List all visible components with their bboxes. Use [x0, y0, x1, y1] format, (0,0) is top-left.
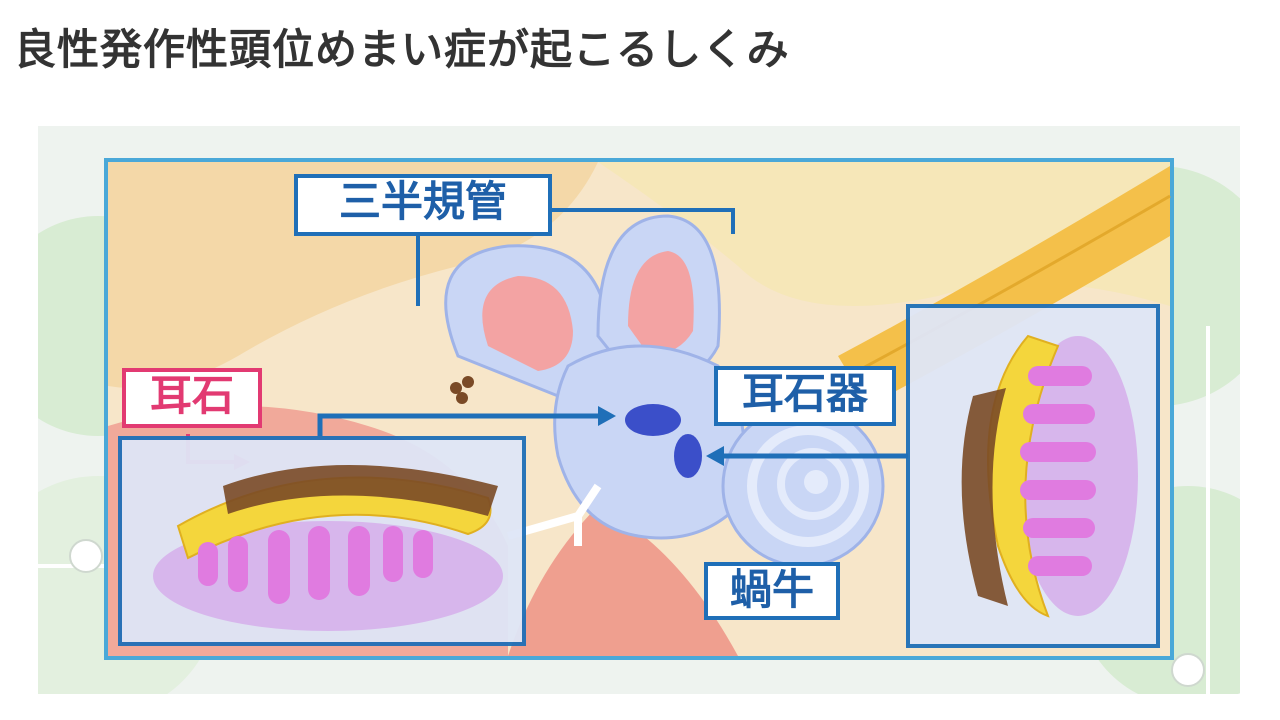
- macula-inset-right: [906, 304, 1160, 648]
- label-otolith-organ: 耳石器: [714, 366, 896, 426]
- label-otolith: 耳石: [122, 368, 262, 428]
- macula-inset-left: [118, 436, 526, 646]
- ear-diagram: 三半規管 耳石 耳石器 蝸牛: [38, 126, 1240, 694]
- label-cochlea: 蝸牛: [704, 562, 840, 620]
- label-semicircular-canals: 三半規管: [294, 174, 552, 236]
- page-title: 良性発作性頭位めまい症が起こるしくみ: [14, 25, 790, 74]
- ear-illustration: [38, 158, 1240, 694]
